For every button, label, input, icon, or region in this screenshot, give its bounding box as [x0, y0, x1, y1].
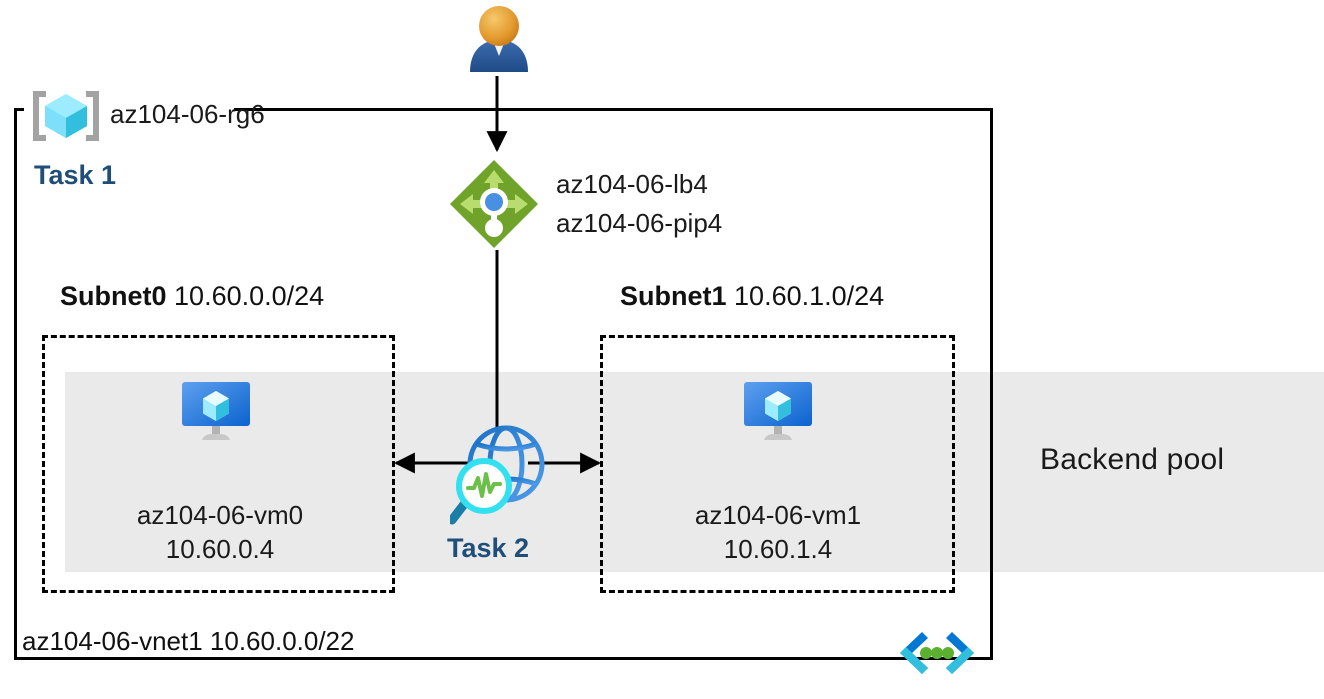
- backend-pool-band: [65, 372, 1324, 572]
- vm-0-labels: az104-06-vm0 10.60.0.4: [100, 498, 340, 566]
- virtual-network-icon: [898, 628, 976, 678]
- load-balancer-name: az104-06-lb4: [556, 169, 708, 199]
- task-1-label: Task 1: [34, 160, 117, 190]
- vm-0-ip: 10.60.0.4: [165, 534, 275, 564]
- public-ip-name: az104-06-pip4: [556, 208, 723, 238]
- subnet-1-caption: Subnet1 10.60.1.0/24: [620, 281, 884, 312]
- vnet-label: az104-06-vnet1 10.60.0.0/22: [22, 626, 355, 656]
- virtual-machine-icon: [180, 380, 252, 442]
- subnet-0-name: Subnet0: [60, 281, 167, 311]
- network-watcher-icon: [447, 420, 555, 528]
- subnet-1-name: Subnet1: [620, 281, 727, 311]
- subnet-0-caption: Subnet0 10.60.0.0/24: [60, 281, 324, 312]
- user-icon: [462, 4, 536, 76]
- subnet-1-cidr: 10.60.1.0/24: [734, 281, 885, 311]
- subnet-0-boundary: [42, 335, 395, 593]
- subnet-0-cidr: 10.60.0.0/24: [174, 281, 325, 311]
- vm-0-name: az104-06-vm0: [136, 500, 304, 530]
- virtual-machine-icon: [742, 380, 814, 442]
- task-2-label: Task 2: [447, 533, 530, 563]
- vm-1-name: az104-06-vm1: [694, 500, 862, 530]
- subnet-1-boundary: [600, 335, 955, 593]
- vm-1-labels: az104-06-vm1 10.60.1.4: [658, 498, 898, 566]
- resource-group-boundary: [14, 108, 993, 660]
- resource-group-icon: [30, 88, 102, 144]
- load-balancer-labels: az104-06-lb4 az104-06-pip4: [556, 165, 722, 243]
- vm-1-ip: 10.60.1.4: [723, 534, 833, 564]
- backend-pool-label: Backend pool: [1040, 443, 1225, 476]
- load-balancer-icon: [448, 158, 540, 250]
- resource-group-name-label: az104-06-rg6: [110, 99, 265, 129]
